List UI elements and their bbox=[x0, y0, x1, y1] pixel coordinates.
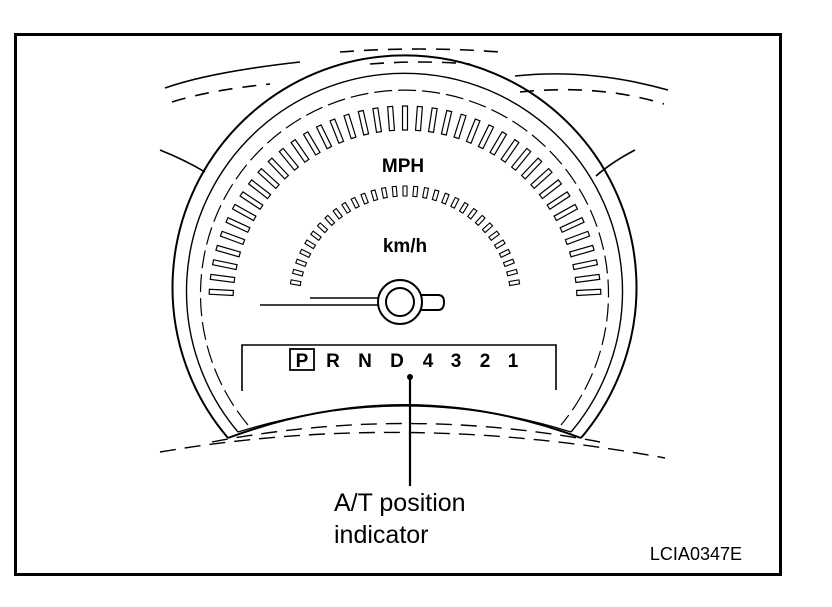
mph-tick bbox=[290, 138, 310, 164]
gear-position-n: N bbox=[358, 351, 372, 372]
mph-tick bbox=[386, 105, 396, 132]
kmh-tick bbox=[502, 258, 515, 268]
kmh-tick bbox=[350, 196, 360, 209]
mph-tick bbox=[538, 179, 563, 200]
kmh-tick bbox=[466, 207, 478, 220]
mph-tick bbox=[440, 109, 453, 136]
kmh-tick bbox=[412, 185, 419, 198]
kmh-tick bbox=[488, 230, 501, 242]
mph-tick bbox=[372, 107, 383, 134]
kmh-tick bbox=[402, 185, 408, 197]
mph-tick bbox=[247, 179, 272, 200]
mph-tick bbox=[453, 113, 467, 140]
mph-tick bbox=[215, 244, 242, 258]
kmh-tick bbox=[481, 222, 494, 234]
gear-position-r: R bbox=[326, 351, 340, 372]
gear-position-d: D bbox=[390, 351, 404, 372]
mph-tick bbox=[211, 259, 238, 271]
mph-tick bbox=[572, 259, 599, 271]
kmh-tick bbox=[508, 279, 521, 287]
gear-position-3: 3 bbox=[451, 351, 462, 372]
gear-position-2: 2 bbox=[480, 351, 491, 372]
callout-label-line2: indicator bbox=[334, 521, 429, 549]
mph-tick bbox=[208, 288, 234, 297]
mph-tick bbox=[219, 230, 246, 246]
mph-tick bbox=[529, 167, 553, 190]
mph-tick bbox=[576, 288, 602, 297]
mph-tick bbox=[302, 130, 321, 156]
upper-housing bbox=[159, 48, 669, 177]
figure-code: LCIA0347E bbox=[650, 544, 742, 564]
mph-tick bbox=[257, 167, 281, 190]
speedometer-needle bbox=[260, 294, 446, 311]
mph-tick bbox=[568, 244, 595, 258]
gear-position-p: P bbox=[296, 351, 309, 372]
kmh-tick bbox=[431, 189, 440, 202]
kmh-tick bbox=[370, 189, 379, 202]
kmh-tick bbox=[316, 222, 329, 234]
kmh-tick bbox=[291, 268, 304, 277]
kmh-tick bbox=[474, 214, 486, 227]
mph-tick bbox=[510, 147, 532, 172]
kmh-tick bbox=[295, 258, 308, 268]
mph-tick bbox=[546, 191, 571, 211]
mph-tick bbox=[559, 216, 585, 234]
mph-tick bbox=[278, 147, 300, 172]
mph-unit-label: MPH bbox=[382, 156, 424, 177]
kmh-tick bbox=[391, 185, 398, 198]
kmh-tick bbox=[498, 248, 511, 259]
kmh-tick bbox=[440, 192, 450, 205]
mph-tick bbox=[315, 124, 333, 150]
kmh-tick bbox=[360, 192, 370, 205]
mph-tick bbox=[564, 230, 591, 246]
kmh-scale-ticks bbox=[289, 185, 521, 287]
mph-tick bbox=[209, 273, 236, 284]
mph-tick bbox=[553, 203, 579, 222]
mph-tick bbox=[401, 105, 409, 131]
mph-tick bbox=[267, 157, 290, 180]
gear-indicator-window bbox=[241, 344, 557, 391]
kmh-tick bbox=[341, 201, 352, 214]
mph-tick bbox=[465, 118, 481, 144]
kmh-tick bbox=[324, 214, 336, 227]
mph-tick bbox=[477, 124, 495, 150]
kmh-tick bbox=[458, 201, 469, 214]
mph-tick bbox=[329, 118, 345, 144]
kmh-tick bbox=[493, 239, 506, 250]
lower-housing bbox=[159, 422, 666, 459]
mph-tick bbox=[239, 191, 264, 211]
mph-tick bbox=[231, 203, 257, 222]
mph-tick bbox=[343, 113, 357, 140]
callout-leader bbox=[407, 374, 413, 486]
mph-tick bbox=[500, 138, 520, 164]
kmh-tick bbox=[304, 239, 317, 250]
needle-hub bbox=[377, 279, 423, 325]
kmh-tick bbox=[289, 279, 302, 287]
kmh-tick bbox=[299, 248, 312, 259]
kmh-tick bbox=[332, 207, 344, 220]
mph-tick bbox=[414, 105, 424, 132]
kmh-tick bbox=[506, 268, 519, 277]
gauge-bezel bbox=[171, 54, 638, 439]
kmh-tick bbox=[450, 196, 460, 209]
gear-position-4: 4 bbox=[423, 351, 434, 372]
mph-tick bbox=[520, 157, 543, 180]
mph-tick bbox=[489, 130, 508, 156]
kmh-tick bbox=[309, 230, 322, 242]
mph-tick bbox=[574, 273, 601, 284]
mph-scale-ticks bbox=[208, 105, 602, 297]
kmh-tick bbox=[422, 186, 430, 199]
callout-label-line1: A/T position bbox=[334, 489, 466, 517]
mph-tick bbox=[225, 216, 251, 234]
kmh-unit-label: km/h bbox=[383, 236, 427, 257]
kmh-tick bbox=[380, 186, 388, 199]
mph-tick bbox=[427, 107, 438, 134]
mph-tick bbox=[357, 109, 370, 136]
gear-position-1: 1 bbox=[508, 351, 519, 372]
